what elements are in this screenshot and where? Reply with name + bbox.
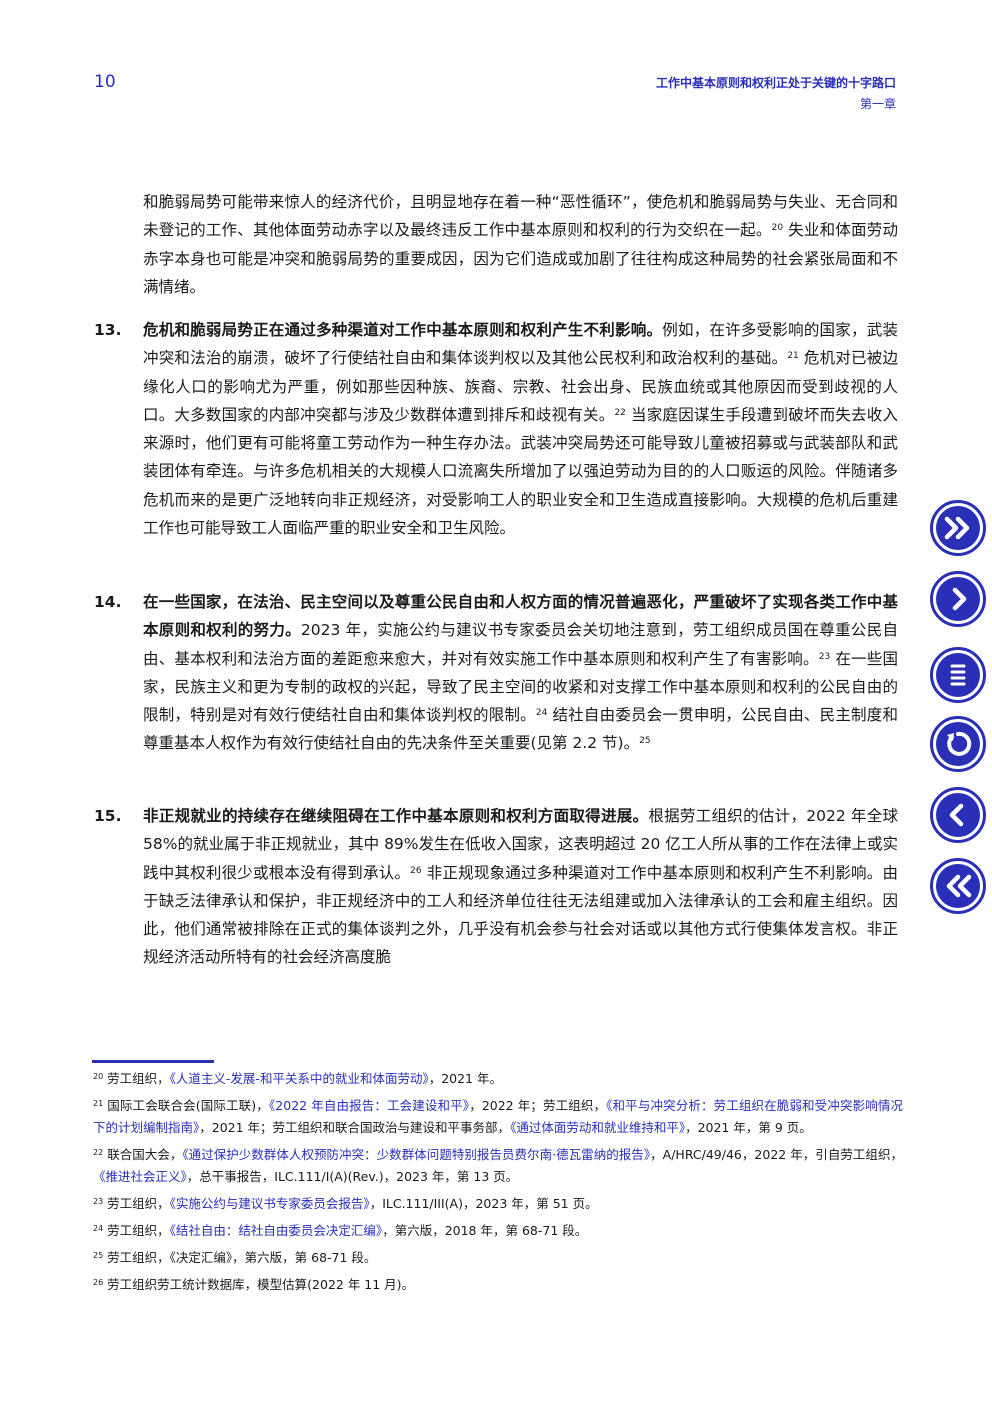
footnote-link[interactable]: 《通过体面劳动和就业维持和平》: [510, 1120, 686, 1135]
paragraph-lead: 在一些国家，在法治、民主空间以及尊重公民自由和人权方面的情况普遍恶化，严重破坏了…: [143, 593, 898, 640]
back-icon: [947, 731, 972, 756]
paragraph-text: 失业和体面劳动赤字本身也可能是冲突和脆弱局势的重要成因，因为它们造成或加剧了往往…: [143, 221, 898, 296]
footnote-21: 21 国际工会联合会(国际工联)，《2022 年自由报告：工会建设和平》，202…: [93, 1095, 903, 1139]
footnote-ref[interactable]: 26: [410, 865, 422, 876]
footnote-text: 劳工组织，: [103, 1071, 170, 1086]
footnote-text: 劳工组织，: [103, 1223, 170, 1238]
footnote-text: 国际工会联合会(国际工联)，: [103, 1098, 269, 1113]
previous-page-icon: [949, 803, 964, 827]
footnote-ref[interactable]: 23: [818, 651, 831, 662]
footnote-text: ，2021 年；劳工组织和联合国政治与建设和平事务部，: [199, 1120, 511, 1135]
paragraph-text: 危机对已被边缘化人口的影响尤为严重，例如那些因种族、族裔、宗教、社会出身、民族血…: [143, 349, 898, 424]
footnote-link[interactable]: 《2022 年自由报告：工会建设和平》: [268, 1098, 470, 1113]
next-page-icon: [952, 587, 967, 611]
footnote-25: 25 劳工组织，《决定汇编》，第六版，第 68-71 段。: [93, 1247, 903, 1269]
footnotes: 20 劳工组织，《人道主义-发展-和平关系中的就业和体面劳动》，2021 年。 …: [93, 1068, 903, 1301]
footnote-number: 23: [93, 1197, 104, 1206]
paragraph-text: 结社自由委员会一贯申明，公民自由、民主制度和尊重基本人权作为有效行使结社自由的先…: [143, 706, 898, 753]
paragraph-continued: 和脆弱局势可能带来惊人的经济代价，且明显地存在着一种“恶性循环”，使危机和脆弱局…: [143, 188, 898, 301]
paragraph-14: 在一些国家，在法治、民主空间以及尊重公民自由和人权方面的情况普遍恶化，严重破坏了…: [143, 588, 898, 758]
footnote-link[interactable]: 《通过保护少数群体人权预防冲突：少数群体问题特别报告员费尔南·德瓦雷纳的报告》: [182, 1147, 651, 1162]
paragraph-text: 当家庭因谋生手段遭到破坏而失去收入来源时，他们更有可能将童工劳动作为一种生存办法…: [143, 405, 898, 538]
chapter-label: 第一章: [859, 97, 896, 111]
footnote-text: 联合国大会，: [103, 1147, 183, 1162]
footnote-link[interactable]: 《和平与冲突分析：劳工组织在脆弱和受冲突影响情况下的计划编制指南》: [93, 1098, 903, 1135]
footnote-number: 21: [93, 1099, 104, 1108]
footnote-ref[interactable]: 21: [787, 351, 799, 362]
footnote-20: 20 劳工组织，《人道主义-发展-和平关系中的就业和体面劳动》，2021 年。: [93, 1068, 903, 1090]
back-button[interactable]: [930, 716, 986, 772]
footnote-number: 26: [93, 1278, 104, 1287]
footnote-ref[interactable]: 22: [614, 407, 626, 418]
first-page-button[interactable]: [930, 858, 986, 914]
footnote-number: 24: [93, 1224, 104, 1233]
document-title: 工作中基本原则和权利正处于关键的十字路口: [655, 76, 896, 90]
footnote-link[interactable]: 《实施公约与建议书专家委员会报告》: [169, 1196, 370, 1211]
footnote-link[interactable]: 《推进社会正义》: [93, 1169, 187, 1184]
contents-button[interactable]: [930, 647, 986, 703]
paragraph-number: 14.: [94, 593, 122, 611]
footnote-number: 20: [93, 1072, 104, 1081]
footnote-text: 劳工组织，《决定汇编》，第六版，第 68-71 段。: [103, 1250, 377, 1265]
footnote-text: ，2021 年，第 9 页。: [685, 1120, 812, 1135]
paragraph-text: 根据劳工组织的估计，2022 年全球 58%的就业属于非正规就业，其中 89%发…: [143, 807, 898, 882]
paragraph-number: 15.: [94, 807, 122, 825]
footnote-text: ，2021 年。: [428, 1071, 502, 1086]
paragraph-text: 例如，在许多受影响的国家，武装冲突和法治的崩溃，破坏了行使结社自由和集体谈判权以…: [143, 321, 898, 368]
last-page-icon: [944, 516, 970, 540]
footnote-link[interactable]: 《结社自由：结社自由委员会决定汇编》: [169, 1223, 383, 1238]
footnote-text: 劳工组织劳工统计数据库，模型估算(2022 年 11 月)。: [103, 1277, 415, 1292]
footnote-text: ，第六版，2018 年，第 68-71 段。: [382, 1223, 588, 1238]
footnote-text: ，A/HRC/49/46，2022 年，引自劳工组织，: [650, 1147, 903, 1162]
footnote-number: 22: [93, 1148, 104, 1157]
footnote-ref[interactable]: 25: [639, 736, 651, 747]
contents-icon: [950, 664, 966, 686]
footnote-text: ，2022 年；劳工组织，: [469, 1098, 607, 1113]
footnote-number: 25: [93, 1251, 104, 1260]
footnote-text: ，ILC.111/III(A)，2023 年，第 51 页。: [369, 1196, 598, 1211]
paragraph-lead: 非正规就业的持续存在继续阻碍在工作中基本原则和权利方面取得进展。: [143, 807, 649, 825]
paragraph-15: 非正规就业的持续存在继续阻碍在工作中基本原则和权利方面取得进展。根据劳工组织的估…: [143, 802, 898, 972]
footnote-link[interactable]: 《人道主义-发展-和平关系中的就业和体面劳动》: [169, 1071, 429, 1086]
running-header: 工作中基本原则和权利正处于关键的十字路口 第一章: [656, 73, 896, 115]
footnote-ref[interactable]: 20: [771, 223, 784, 234]
footnote-26: 26 劳工组织劳工统计数据库，模型估算(2022 年 11 月)。: [93, 1274, 903, 1296]
page-number: 10: [94, 72, 116, 92]
paragraph-13: 危机和脆弱局势正在通过多种渠道对工作中基本原则和权利产生不利影响。例如，在许多受…: [143, 316, 898, 542]
previous-page-button[interactable]: [930, 787, 986, 843]
footnote-text: 劳工组织，: [103, 1196, 170, 1211]
footnote-24: 24 劳工组织，《结社自由：结社自由委员会决定汇编》，第六版，2018 年，第 …: [93, 1220, 903, 1242]
footnote-ref[interactable]: 24: [535, 708, 548, 719]
paragraph-number: 13.: [94, 321, 122, 339]
footnote-divider: [92, 1060, 214, 1063]
paragraph-text: 2023 年，实施公约与建议书专家委员会关切地注意到，劳工组织成员国在尊重公民自…: [143, 621, 898, 668]
paragraph-text: 和脆弱局势可能带来惊人的经济代价，且明显地存在着一种“恶性循环”，使危机和脆弱局…: [143, 193, 898, 240]
paragraph-lead: 危机和脆弱局势正在通过多种渠道对工作中基本原则和权利产生不利影响。: [143, 321, 663, 339]
footnote-22: 22 联合国大会，《通过保护少数群体人权预防冲突：少数群体问题特别报告员费尔南·…: [93, 1144, 903, 1188]
paragraph-text: 在一些国家，民族主义和更为专制的政权的兴起，导致了民主空间的收紧和对支撑工作中基…: [143, 649, 898, 725]
next-page-button[interactable]: [930, 571, 986, 627]
footnote-23: 23 劳工组织，《实施公约与建议书专家委员会报告》，ILC.111/III(A)…: [93, 1193, 903, 1215]
footnote-text: ，总干事报告，ILC.111/I(A)(Rev.)，2023 年，第 13 页。: [186, 1169, 519, 1184]
paragraph-text: 非正规现象通过多种渠道对工作中基本原则和权利产生不利影响。由于缺乏法律承认和保护…: [143, 863, 898, 967]
first-page-icon: [946, 874, 972, 898]
last-page-button[interactable]: [930, 500, 986, 556]
